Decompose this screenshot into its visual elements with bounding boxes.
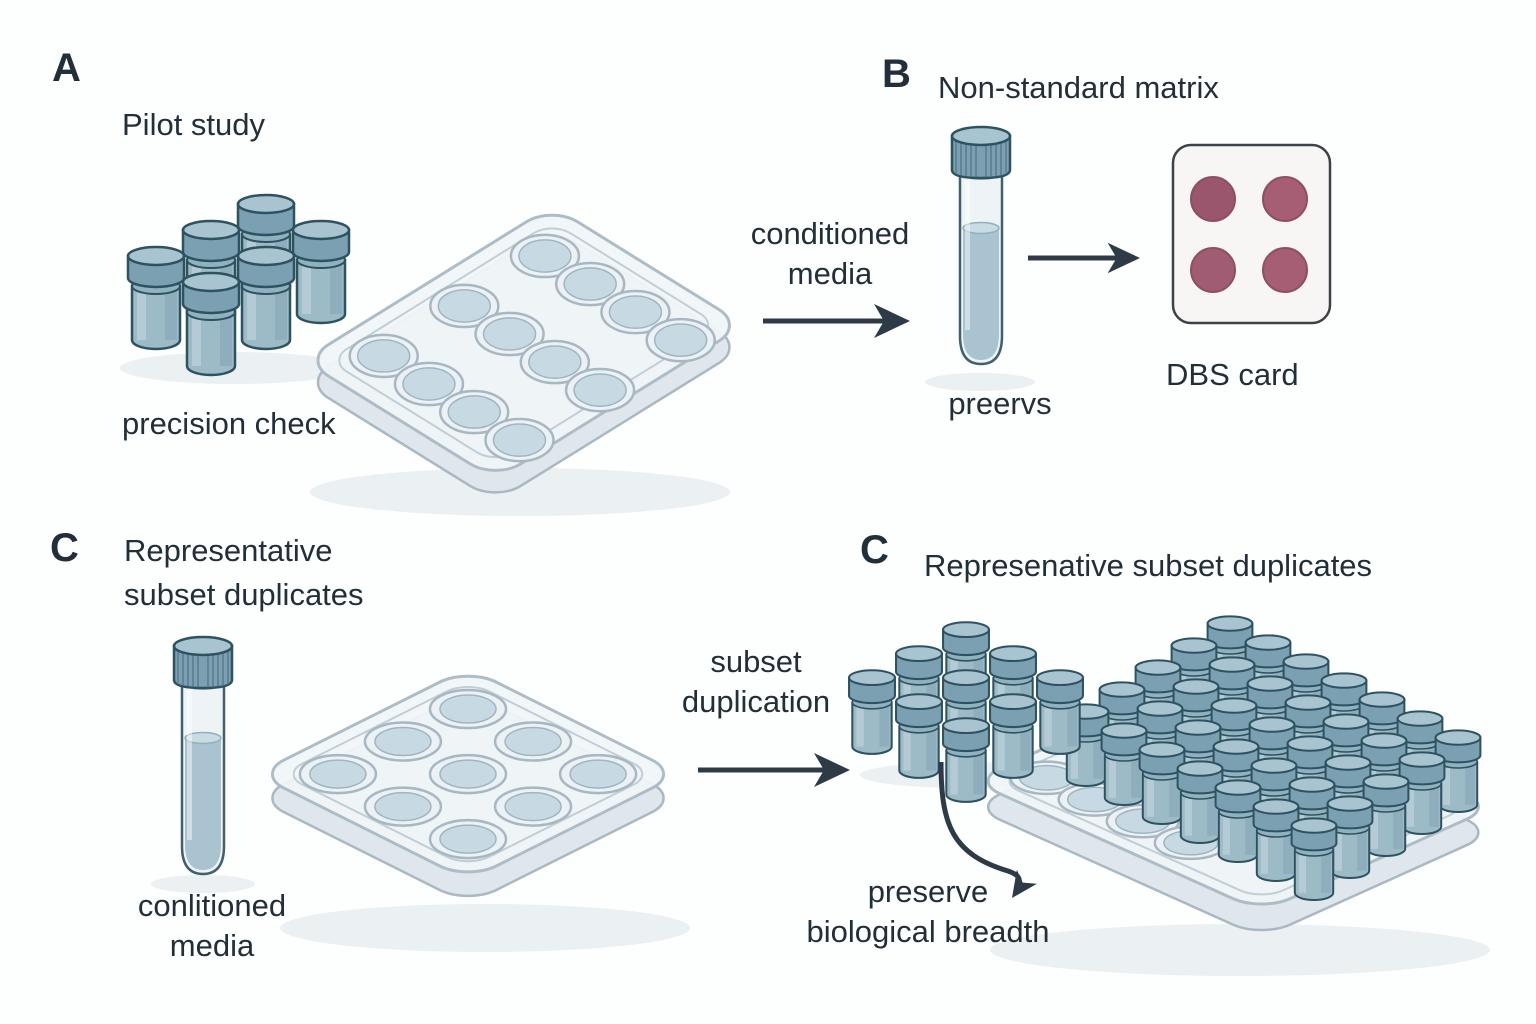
panel-d-title: Represenative subset duplicates	[924, 548, 1373, 583]
arrow-c-to-d-label: subset duplication	[636, 642, 876, 722]
arrow-c-to-d	[698, 753, 850, 787]
well-plate-12	[303, 206, 748, 502]
vial-icon	[989, 693, 1037, 779]
arrow-b-to-card	[1028, 242, 1140, 274]
vial-icon	[1290, 817, 1338, 902]
panel-b-title: Non-standard matrix	[938, 70, 1219, 105]
panel-d-note-line1: preserve	[867, 874, 989, 909]
arrow-a-to-b	[763, 304, 910, 338]
tube-c-label: conlitioned media	[92, 886, 332, 966]
vial-icon	[126, 245, 186, 351]
dbs-card	[1171, 143, 1332, 325]
panel-c-title-line1: Representative	[124, 533, 333, 568]
tube-b-label: preervs	[948, 386, 1052, 421]
vial-icon	[942, 717, 990, 803]
vial-icon	[181, 271, 241, 377]
blood-spot	[1262, 247, 1308, 293]
tube-c-label-line2: media	[169, 928, 255, 963]
well-plate-9	[256, 668, 680, 904]
sample-tube-b	[950, 125, 1012, 366]
arrow-c-to-d-label-line2: duplication	[681, 684, 831, 719]
panel-d-note: preserve biological breadth	[768, 872, 1088, 952]
wells	[336, 226, 729, 470]
panel-a-letter: A	[52, 46, 81, 90]
curved-annotation-arrow	[938, 761, 1037, 906]
blood-spot	[1190, 247, 1236, 293]
panel-a-caption: precision check	[122, 406, 336, 441]
tube-c-label-line1: conlitioned	[137, 888, 287, 923]
blood-spot	[1190, 176, 1236, 222]
panel-b-letter: B	[882, 52, 911, 96]
vial-icon	[1036, 669, 1084, 755]
panel-c-title-line2: subset duplicates	[124, 577, 364, 612]
arrow-a-to-b-label-line2: media	[787, 256, 873, 291]
panel-c-title: Representative subset duplicates	[124, 529, 364, 617]
panel-c-letter: C	[50, 526, 79, 570]
sample-tube-c	[172, 635, 234, 876]
dbs-card-label: DBS card	[1166, 357, 1299, 392]
vial-cluster-6	[126, 193, 351, 377]
panel-d-note-line2: biological breadth	[806, 914, 1050, 949]
panel-a-title: Pilot study	[122, 107, 266, 142]
blood-spot	[1262, 176, 1308, 222]
vial-icon	[291, 219, 351, 325]
arrow-a-to-b-label-line1: conditioned	[750, 216, 910, 251]
arrow-a-to-b-label: conditioned media	[705, 214, 955, 294]
arrow-c-to-d-label-line1: subset	[710, 644, 802, 679]
wells	[284, 682, 652, 866]
panel-d-letter: C	[860, 528, 889, 572]
vial-icon	[236, 245, 296, 351]
vial-icon	[895, 693, 943, 779]
